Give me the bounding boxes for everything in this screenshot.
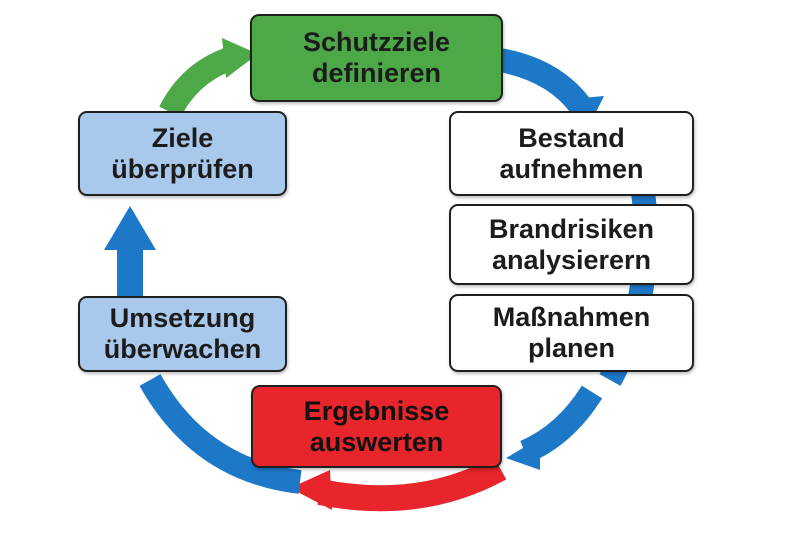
arrow-right-green-icon: [222, 38, 258, 78]
step-label: Schutzziele definieren: [302, 27, 451, 88]
step-label: Bestand aufnehmen: [499, 122, 644, 184]
step-ziele-ueberpruefen: Ziele überprüfen: [78, 111, 287, 196]
step-label: Ergebnisse auswerten: [303, 395, 450, 457]
arc-red: [317, 456, 507, 512]
arc-bottom-left: [139, 374, 302, 494]
step-label: Maßnahmen planen: [492, 302, 651, 363]
arrow-up-blue-icon: [104, 206, 156, 250]
step-brandrisiken-analysieren: Brandrisiken analysierern: [449, 204, 694, 285]
step-schutzziele-definieren: Schutzziele definieren: [250, 14, 503, 102]
step-label: Ziele überprüfen: [111, 122, 254, 184]
step-umsetzung-ueberwachen: Umsetzung überwachen: [78, 296, 287, 372]
step-ergebnisse-auswerten: Ergebnisse auswerten: [251, 385, 502, 468]
step-massnahmen-planen: Maßnahmen planen: [449, 294, 694, 372]
step-bestand-aufnehmen: Bestand aufnehmen: [449, 111, 694, 196]
arrow-red-curved-icon: [290, 470, 332, 510]
step-label: Umsetzung überwachen: [103, 303, 262, 364]
arc-green: [159, 46, 237, 118]
arrow-left-blue-icon: [506, 438, 540, 470]
step-label: Brandrisiken analysierern: [488, 213, 655, 275]
